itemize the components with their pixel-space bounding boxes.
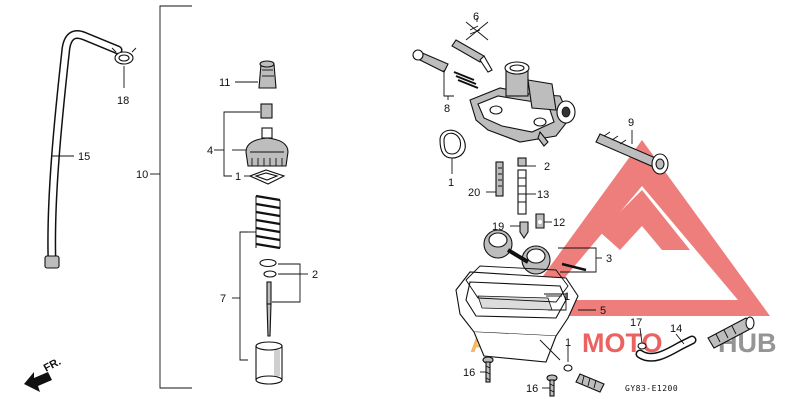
drain-screw	[575, 373, 605, 393]
main-jet-assembly	[517, 157, 527, 215]
body-o-ring	[439, 129, 466, 159]
needle-clip	[259, 258, 277, 278]
callout-3: 3	[606, 253, 612, 265]
carburetor-body	[469, 61, 576, 147]
drain-o-ring	[563, 364, 573, 372]
bracket-7	[239, 231, 248, 361]
bracket-1-5	[544, 293, 567, 311]
tube-clip	[111, 47, 137, 65]
chamber-screw-left	[482, 356, 494, 383]
bracket-3	[558, 247, 597, 273]
callout-10: 10	[136, 169, 148, 181]
callout-2-jet: 2	[544, 161, 550, 173]
throttle-spring	[255, 194, 281, 250]
leader-14	[675, 333, 685, 345]
callout-1-o-ring: 1	[448, 177, 454, 189]
callout-6: 6	[473, 11, 479, 23]
leader-17	[639, 327, 643, 344]
carb-top-cap	[245, 103, 289, 167]
callout-17: 17	[630, 317, 642, 329]
callout-11: 11	[219, 77, 230, 89]
drain-tube-end	[707, 316, 755, 349]
callout-4: 4	[207, 145, 213, 157]
front-direction-arrow	[24, 372, 52, 392]
callout-14: 14	[670, 323, 682, 335]
callout-7: 7	[220, 293, 226, 305]
callout-20: 20	[468, 187, 480, 199]
throttle-valve	[255, 341, 283, 385]
choke-plunger	[595, 131, 669, 175]
fuel-tube	[44, 30, 123, 269]
bracket-8	[443, 70, 454, 97]
callout-2-clip: 2	[312, 269, 318, 281]
bracket-4	[223, 111, 232, 177]
callout-1-chamber: 1	[564, 291, 570, 303]
bracket-10	[159, 5, 192, 389]
callout-12: 12	[553, 217, 565, 229]
chamber-gasket	[465, 265, 569, 303]
carburetor-float	[483, 229, 551, 275]
callout-16-left: 16	[463, 367, 475, 379]
leader-6-right	[465, 21, 489, 41]
slow-jet	[535, 213, 545, 229]
callout-16-right: 16	[526, 383, 538, 395]
callout-1-drain: 1	[565, 337, 571, 349]
drain-tube-clip	[637, 342, 647, 350]
callout-5: 5	[600, 305, 606, 317]
callout-13: 13	[537, 189, 549, 201]
chamber-screw-right	[546, 374, 558, 397]
callout-9: 9	[628, 117, 634, 129]
pilot-screw	[451, 25, 493, 73]
callout-8: 8	[444, 103, 450, 115]
bracket-2	[272, 263, 301, 303]
float-pin	[561, 262, 587, 272]
front-arrow-label: FR.	[42, 356, 63, 375]
callout-1-top-gasket: 1	[235, 171, 241, 183]
jet-needle	[266, 281, 272, 337]
callout-19: 19	[492, 221, 504, 233]
callout-15: 15	[78, 151, 90, 163]
cable-adjuster	[258, 60, 277, 89]
drawing-code: GY83-E1200	[625, 384, 678, 393]
needle-jet-holder	[495, 161, 504, 197]
float-valve	[519, 221, 529, 239]
idle-stop-screw	[412, 49, 479, 89]
top-gasket	[248, 169, 286, 185]
watermark-inner-mark	[600, 190, 690, 250]
drain-tube	[635, 335, 697, 362]
callout-18: 18	[117, 95, 129, 107]
